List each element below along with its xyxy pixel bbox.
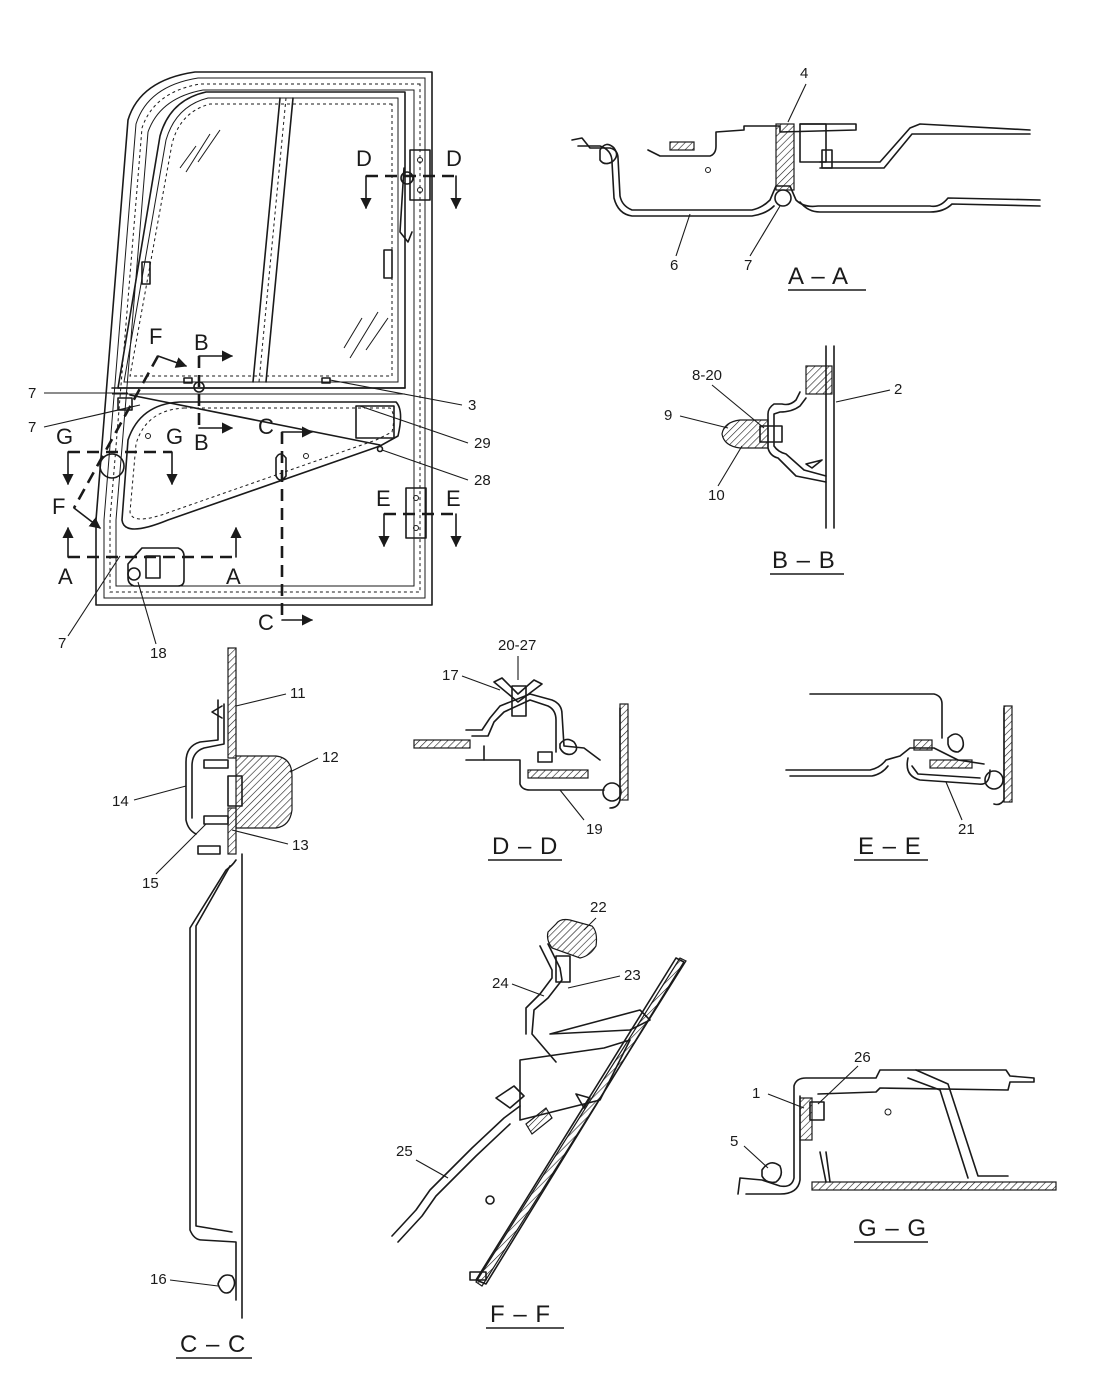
callout: 16 bbox=[150, 1271, 167, 1288]
door-callouts: 7 7 3 29 28 7 18 bbox=[28, 379, 491, 662]
callout: 14 bbox=[112, 793, 129, 810]
cut-label: A bbox=[226, 564, 241, 589]
section-b-b: 8-20 2 9 10 B – B bbox=[664, 345, 902, 575]
callout: 5 bbox=[730, 1133, 738, 1150]
callout: 17 bbox=[442, 667, 459, 684]
callout: 19 bbox=[586, 821, 603, 838]
cut-label: C bbox=[258, 610, 274, 635]
cut-label: G bbox=[56, 424, 73, 449]
section-f-f: 22 23 24 25 F – F bbox=[391, 899, 687, 1329]
door-view: F B G G B C D D E E F A A C 7 7 3 29 28 bbox=[28, 71, 491, 662]
callout: 6 bbox=[670, 257, 678, 274]
section-title: B – B bbox=[772, 547, 836, 574]
callout: 3 bbox=[468, 397, 476, 414]
callout: 12 bbox=[322, 749, 339, 766]
cut-label: D bbox=[446, 146, 462, 171]
callout: 8-20 bbox=[692, 367, 722, 384]
section-title: G – G bbox=[858, 1215, 927, 1242]
cut-label: F bbox=[149, 324, 162, 349]
door-outline bbox=[95, 71, 433, 606]
callout: 7 bbox=[28, 419, 36, 436]
hinges bbox=[141, 149, 431, 539]
cut-label: A bbox=[58, 564, 73, 589]
cut-label: E bbox=[446, 486, 461, 511]
callout: 9 bbox=[664, 407, 672, 424]
cut-labels: F B G G B C D D E E F A A C bbox=[52, 146, 462, 635]
callout: 11 bbox=[290, 685, 306, 702]
callout: 7 bbox=[744, 257, 752, 274]
cut-lines bbox=[62, 174, 462, 626]
cut-label: D bbox=[356, 146, 372, 171]
cut-label: B bbox=[194, 430, 209, 455]
callout: 29 bbox=[474, 435, 491, 452]
cut-label: C bbox=[258, 414, 274, 439]
callout: 2 bbox=[894, 381, 902, 398]
section-a-a: 4 6 7 A – A bbox=[571, 65, 1041, 291]
section-title: A – A bbox=[788, 263, 849, 290]
section-d-d: 20-27 17 19 D – D bbox=[413, 637, 629, 861]
section-title: D – D bbox=[492, 833, 558, 860]
section-e-e: 21 E – E bbox=[785, 693, 1013, 861]
callout: 1 bbox=[752, 1085, 760, 1102]
callout: 4 bbox=[800, 65, 808, 82]
callout: 23 bbox=[624, 967, 641, 984]
callout: 22 bbox=[590, 899, 607, 916]
section-title: C – C bbox=[180, 1331, 246, 1358]
section-g-g: 26 1 5 G – G bbox=[730, 1049, 1057, 1243]
callout: 10 bbox=[708, 487, 725, 504]
callout: 25 bbox=[396, 1143, 413, 1160]
callout: 7 bbox=[28, 385, 36, 402]
callout: 24 bbox=[492, 975, 509, 992]
callout: 21 bbox=[958, 821, 975, 838]
cut-label: G bbox=[166, 424, 183, 449]
cut-label: E bbox=[376, 486, 391, 511]
section-title: E – E bbox=[858, 833, 922, 860]
section-c-c: 11 12 14 13 15 16 C – C bbox=[112, 647, 339, 1359]
callout: 18 bbox=[150, 645, 167, 662]
callout: 26 bbox=[854, 1049, 871, 1066]
cut-label: F bbox=[52, 494, 65, 519]
callout: 13 bbox=[292, 837, 309, 854]
cut-label: B bbox=[194, 330, 209, 355]
section-title: F – F bbox=[490, 1301, 551, 1328]
callout: 28 bbox=[474, 472, 491, 489]
lower-panel bbox=[99, 377, 406, 587]
callout: 7 bbox=[58, 635, 66, 652]
callout: 15 bbox=[142, 875, 159, 892]
callout: 20-27 bbox=[498, 637, 536, 654]
window-frame bbox=[117, 91, 406, 389]
